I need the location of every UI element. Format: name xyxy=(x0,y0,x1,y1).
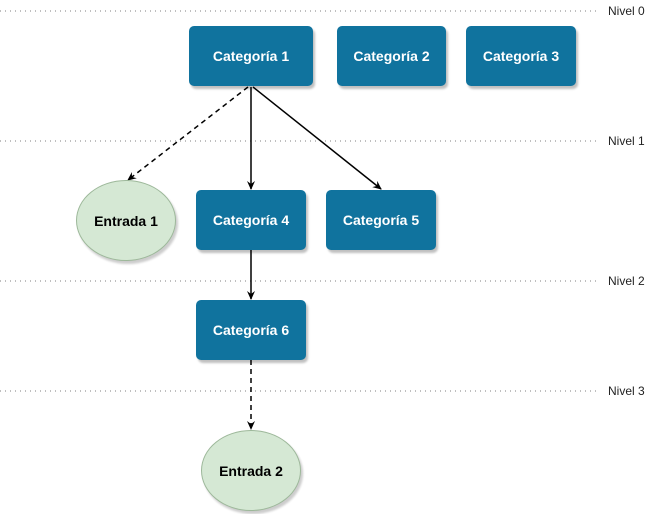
category-node-6[interactable]: Categoría 6 xyxy=(196,300,306,360)
entry-node-2[interactable]: Entrada 2 xyxy=(201,430,301,511)
category-node-3[interactable]: Categoría 3 xyxy=(466,26,576,86)
level-label-1: Nivel 1 xyxy=(608,134,645,148)
level-label-0: Nivel 0 xyxy=(608,4,645,18)
level-label-3: Nivel 3 xyxy=(608,384,645,398)
category-node-1[interactable]: Categoría 1 xyxy=(189,26,313,86)
category-node-4[interactable]: Categoría 4 xyxy=(196,190,306,250)
entry-node-1[interactable]: Entrada 1 xyxy=(76,180,176,261)
edge-c1-to-c5 xyxy=(252,86,382,190)
edge-c1-to-e1 xyxy=(127,86,249,181)
category-node-5[interactable]: Categoría 5 xyxy=(326,190,436,250)
level-label-2: Nivel 2 xyxy=(608,274,645,288)
category-node-2[interactable]: Categoría 2 xyxy=(337,26,446,86)
